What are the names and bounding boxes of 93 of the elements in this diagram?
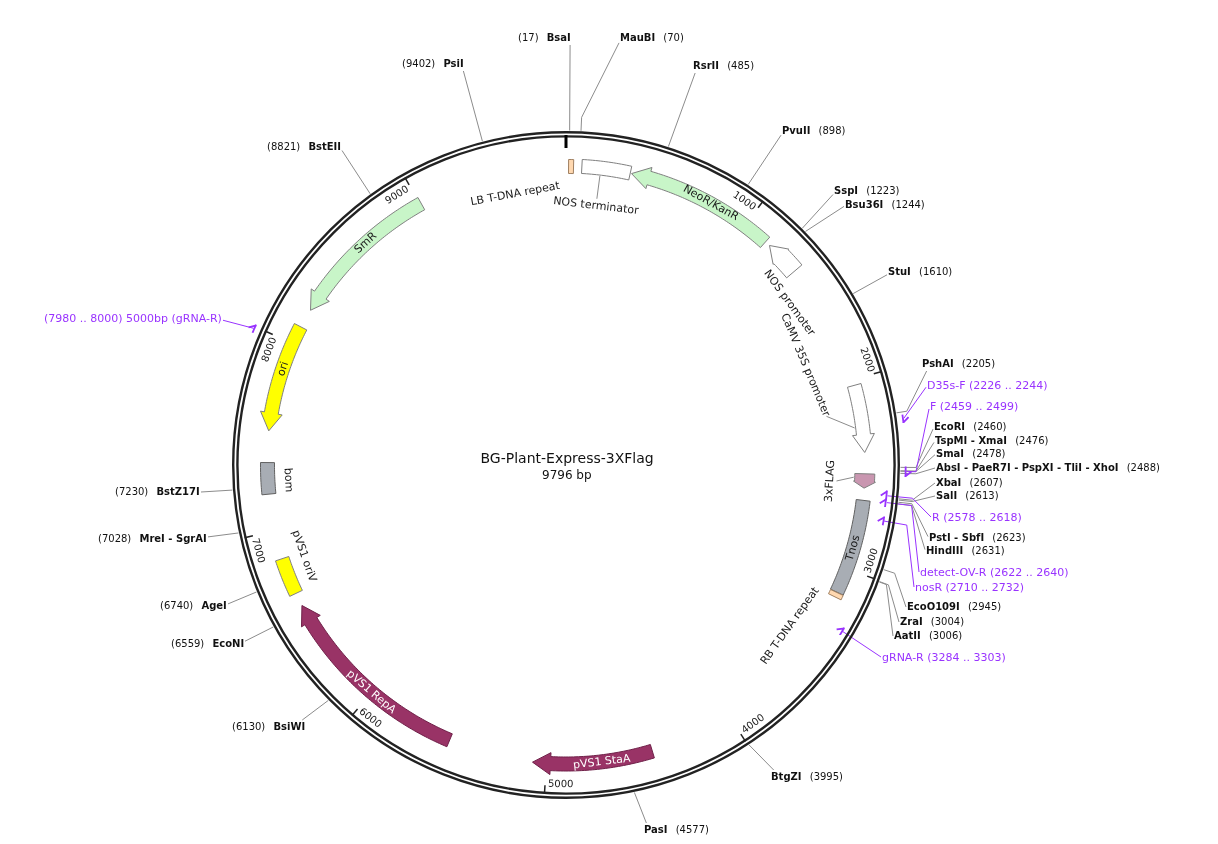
leader-line	[898, 495, 936, 503]
leader-line	[596, 175, 601, 200]
leader-line	[895, 370, 928, 414]
restriction-site-label: StuI (1610)	[888, 266, 953, 278]
restriction-site-label: (6740) AgeI	[160, 600, 227, 612]
restriction-site-label: PasI (4577)	[644, 824, 709, 836]
leader-line	[569, 44, 571, 131]
leader-line	[878, 581, 894, 637]
leader-line	[747, 134, 782, 185]
restriction-site-label: (6559) EcoNI	[171, 638, 245, 650]
restriction-site-label: AbsI - PaeR7I - PspXI - TliI - XhoI (2488)	[936, 462, 1160, 474]
leader-line	[804, 205, 845, 232]
leader-line	[883, 520, 915, 588]
leader-line	[633, 791, 647, 824]
primer-label: (7980 .. 8000) 5000bp (gRNA-R)	[44, 311, 222, 325]
restriction-site-label: (9402) PsiI	[402, 58, 464, 70]
restriction-site-label: XbaI (2607)	[936, 477, 1003, 489]
restriction-site-label: (7230) BstZ17I	[115, 486, 200, 498]
primer-label: D35s-F (2226 .. 2244)	[927, 378, 1048, 392]
primer-label: detect-OV-R (2622 .. 2640)	[920, 565, 1069, 579]
primer-mark	[900, 413, 910, 424]
leader-line	[899, 441, 935, 472]
feature-label: 3xFLAG	[822, 459, 837, 502]
restriction-site-label: MauBI (70)	[620, 32, 684, 44]
restriction-site-label: BtgZI (3995)	[771, 771, 843, 783]
restriction-site-label: (7028) MreI - SgrAI	[98, 533, 207, 545]
leader-line	[222, 319, 255, 329]
restriction-site-label: AatII (3006)	[894, 630, 963, 642]
scale-number: 7000	[250, 536, 268, 565]
scale-number: 3000	[861, 546, 880, 575]
feature-block	[852, 472, 877, 490]
leader-line	[883, 569, 907, 608]
leader-line	[899, 454, 936, 472]
leader-line	[244, 626, 274, 642]
leader-line	[900, 428, 934, 468]
primer-mark	[880, 490, 889, 502]
leader-line	[227, 591, 258, 605]
leader-line	[886, 502, 920, 573]
primer-label: nosR (2710 .. 2732)	[915, 580, 1025, 594]
restriction-site-label: PshAI (2205)	[922, 358, 996, 370]
restriction-site-label: HindIII (2631)	[926, 545, 1005, 557]
restriction-site-label: SspI (1223)	[834, 185, 900, 197]
leader-line	[462, 70, 483, 142]
primer-label: gRNA-R (3284 .. 3303)	[882, 650, 1006, 664]
leader-line	[207, 532, 239, 538]
primer-label: F (2459 .. 2499)	[930, 399, 1019, 413]
restriction-site-label: PstI - SbfI (2623)	[929, 532, 1026, 544]
restriction-site-label: SalI (2613)	[936, 490, 999, 502]
restriction-site-label: RsrII (485)	[693, 60, 755, 72]
feature-label: pVS1 oriV	[289, 528, 319, 584]
primer-mark	[879, 497, 888, 508]
leader-line	[748, 744, 775, 771]
leader-line	[899, 467, 936, 475]
restriction-site-label: ZraI (3004)	[900, 616, 965, 628]
leader-line	[341, 150, 371, 195]
restriction-site-label: (8821) BstEII	[267, 141, 342, 153]
plasmid-name: BG-Plant-Express-3XFlag	[480, 449, 654, 467]
primer-mark	[248, 324, 258, 334]
restriction-site-label: PvuII (898)	[782, 125, 846, 137]
primer-label: R (2578 .. 2618)	[932, 510, 1022, 524]
primer-mark	[835, 626, 846, 636]
scale-number: 2000	[857, 345, 877, 374]
feature-label: pVS1 StaA	[572, 752, 632, 772]
feature-box	[580, 157, 634, 182]
restriction-site-label: (6130) BsiWI	[232, 721, 306, 733]
restriction-site-label: (17) BsaI	[518, 32, 571, 44]
restriction-site-label: EcoRI (2460)	[934, 421, 1007, 433]
feature-block	[846, 382, 876, 455]
leader-line	[301, 699, 329, 721]
leader-line	[801, 194, 834, 229]
restriction-site-label: SmaI (2478)	[936, 448, 1006, 460]
leader-line	[903, 386, 927, 419]
restriction-site-label: EcoO109I (2945)	[907, 601, 1002, 613]
leader-line	[887, 495, 932, 518]
leader-line	[906, 408, 930, 473]
leader-line	[580, 42, 620, 132]
leader-line	[826, 415, 856, 429]
plasmid-size: 9796 bp	[542, 468, 592, 482]
leader-line	[898, 482, 936, 501]
leader-line	[852, 274, 888, 295]
leader-line	[879, 581, 900, 623]
leader-line	[842, 631, 882, 658]
leader-line	[667, 72, 696, 148]
leader-line	[897, 501, 929, 538]
restriction-site-label: Bsu36I (1244)	[845, 199, 925, 211]
leader-line	[200, 489, 233, 493]
feature-label: Tnos	[844, 533, 863, 562]
primer-mark	[904, 465, 913, 478]
leader-line	[836, 476, 855, 482]
feature-label: NOS terminator	[552, 194, 640, 217]
primer-mark	[876, 515, 886, 526]
feature-label: bom	[282, 467, 296, 493]
restriction-site-label: TspMI - XmaI (2476)	[935, 435, 1049, 447]
